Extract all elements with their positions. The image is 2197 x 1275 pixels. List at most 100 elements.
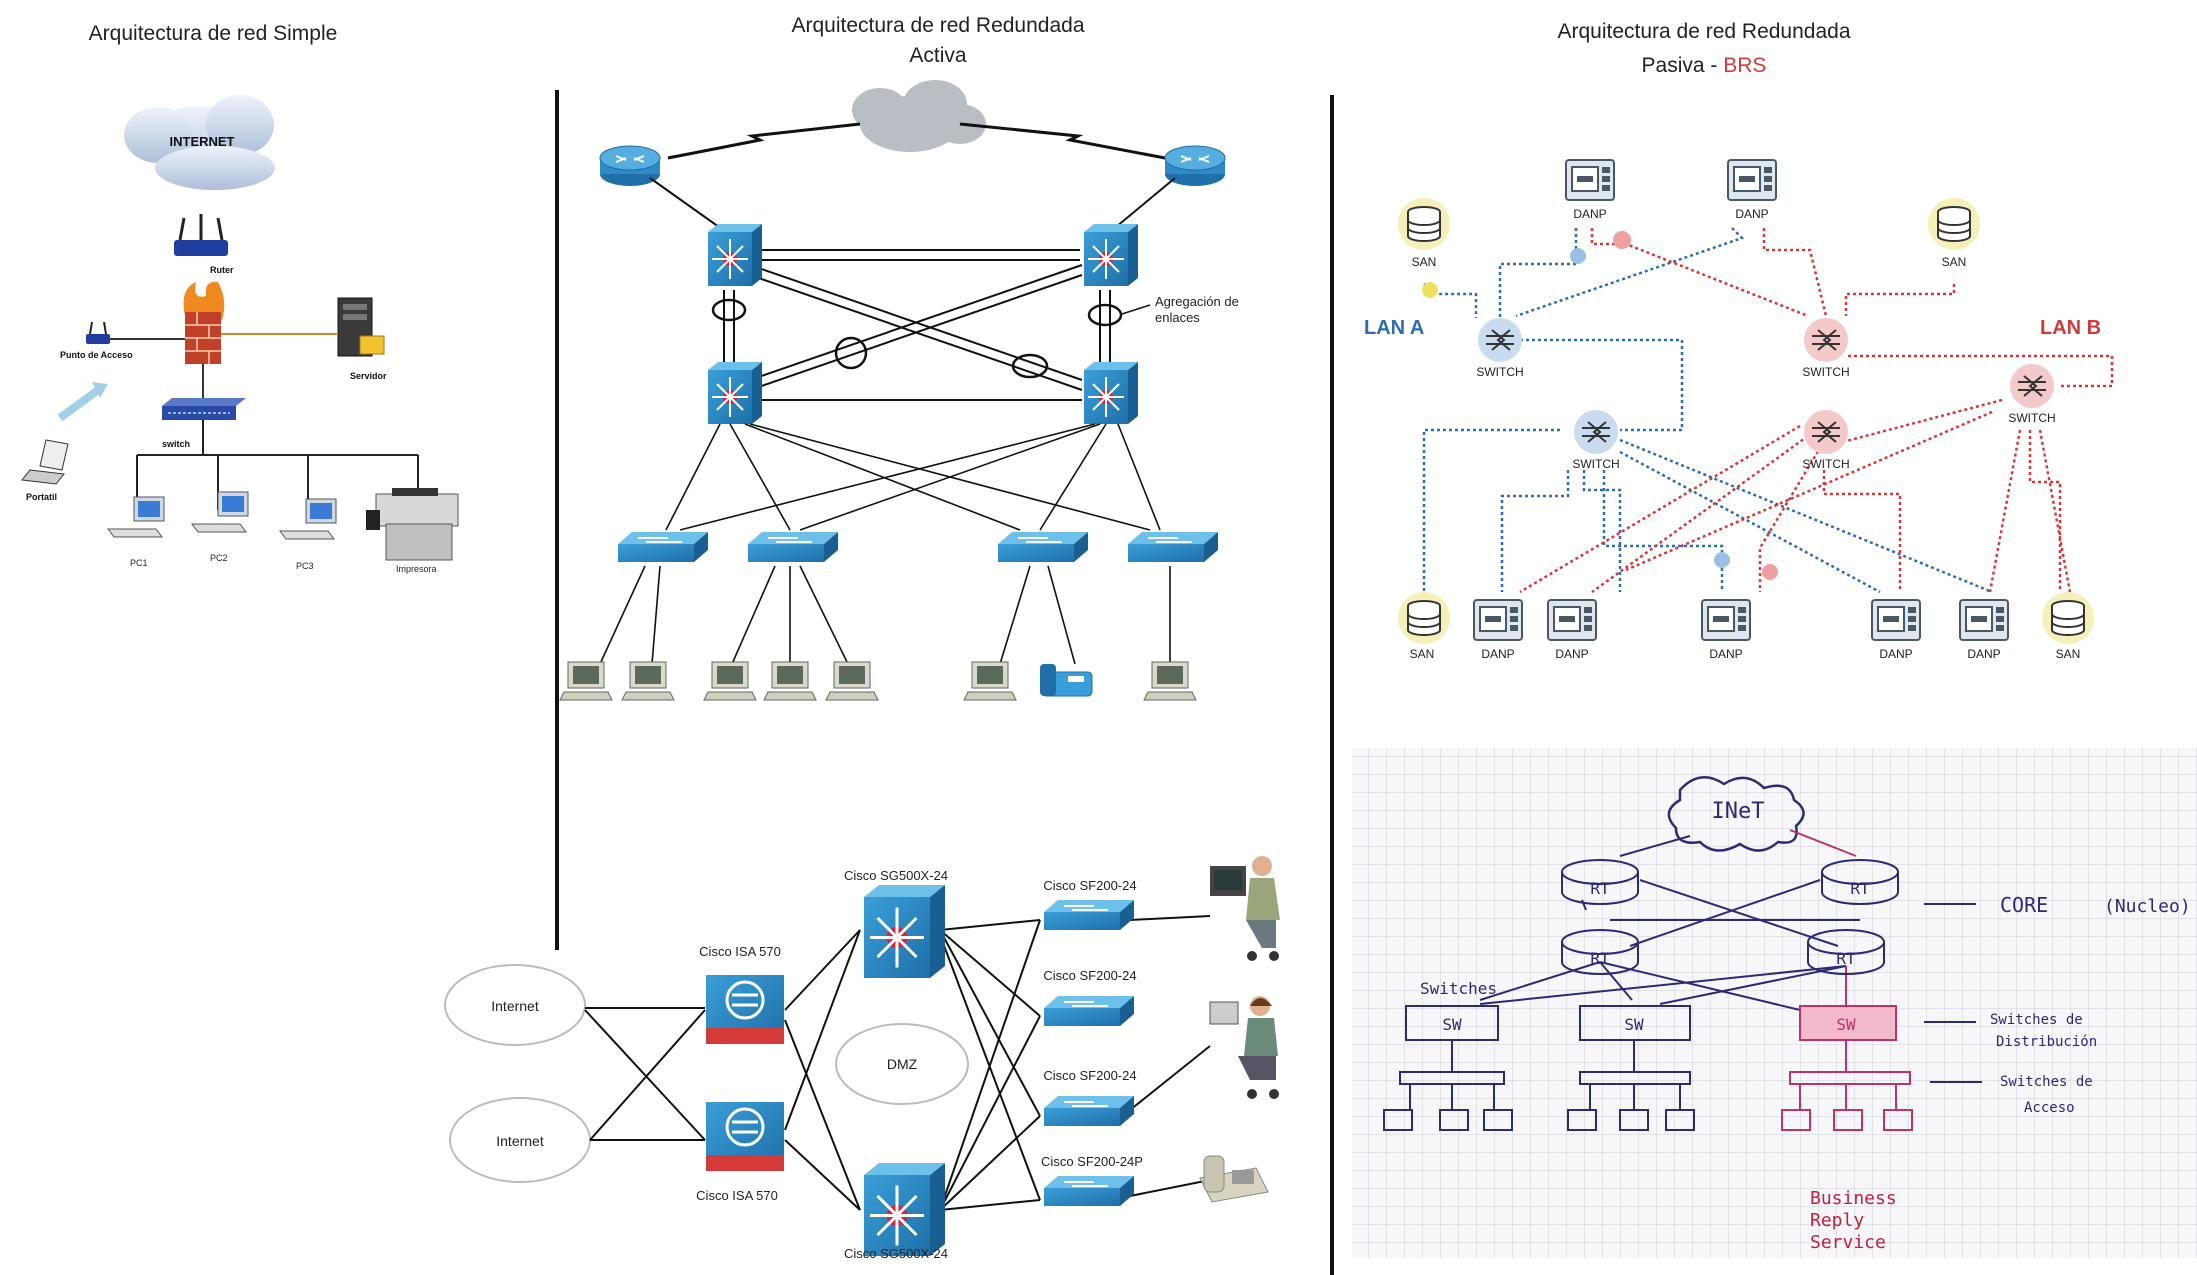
server-icon [337, 297, 385, 357]
access-switch-1-icon [617, 531, 709, 563]
sf200p-icon [1043, 1175, 1135, 1207]
san-top-right-icon [1927, 197, 1981, 251]
danp-bottom-5-icon [1959, 599, 2009, 641]
pc2-label: PC2 [210, 553, 228, 563]
wan-cloud-icon [852, 80, 986, 152]
lan-b-label: LAN B [2040, 317, 2101, 339]
pc-a1-icon [559, 661, 613, 701]
isa-links [584, 915, 1211, 1211]
access-switch-2-icon [747, 531, 839, 563]
lan-b-frame-dot-2-icon [1762, 564, 1778, 580]
switch-icon [162, 398, 246, 420]
nucleo-label: (Nucleo) [2104, 896, 2191, 917]
panel2-title-line2: Activa [909, 44, 967, 67]
switch-label: switch [162, 439, 190, 449]
printer-icon [366, 488, 459, 561]
panel-cisco-design: Internet Internet [444, 856, 1280, 1261]
sf200-1-label: Cisco SF200-24 [1043, 878, 1136, 893]
switch-b-right-label: SWITCH [2008, 411, 2055, 425]
router-left-icon [599, 145, 661, 187]
switches-label: Switches [1420, 979, 1497, 998]
san-bottom-left-label: SAN [1410, 647, 1435, 661]
rt-3-icon [1561, 929, 1639, 975]
internet-cloud-1-icon [444, 964, 586, 1046]
firewall-icon [183, 281, 225, 364]
danp-bottom-3-label: DANP [1709, 647, 1742, 661]
switch-a-top-icon [1477, 317, 1523, 363]
switch-b-bottom-label: SWITCH [1802, 457, 1849, 471]
access-switch-3-icon [997, 531, 1089, 563]
link-aggregation-label-2: enlaces [1155, 310, 1200, 325]
internet-label-1: Internet [491, 998, 539, 1014]
sf200-3-label: Cisco SF200-24 [1043, 1068, 1136, 1083]
printer-label: Impresora [396, 564, 437, 574]
switch-b-top-label: SWITCH [1802, 365, 1849, 379]
access-point-label: Punto de Acceso [60, 350, 133, 360]
worker-1-icon [1210, 856, 1280, 961]
dmz-label: DMZ [887, 1056, 918, 1072]
server-label: Servidor [350, 371, 387, 381]
rt-1-icon [1561, 859, 1639, 905]
dmz-cloud-icon [835, 1023, 969, 1105]
danp-top-1-label: DANP [1573, 207, 1606, 221]
pc2-icon [191, 491, 249, 533]
rt-3-label: RT [1590, 949, 1610, 968]
lan-a-links [1422, 227, 1993, 594]
pc-b2-icon [763, 661, 817, 701]
dist-switch-right-icon [1083, 361, 1139, 425]
access-uplinks [665, 423, 1161, 531]
isa-bottom-label: Cisco ISA 570 [696, 1188, 778, 1203]
isa-bottom-icon [706, 1102, 784, 1171]
danp-top-1-icon [1565, 159, 1615, 201]
core-links [649, 177, 1176, 401]
lan-a-label: LAN A [1364, 317, 1424, 339]
switch-b-bottom-icon [1803, 409, 1849, 455]
edge-links [599, 565, 1171, 665]
rt-1-label: RT [1590, 879, 1610, 898]
worker-2-icon [1209, 996, 1279, 1099]
panel3-title-line1: Arquitectura de red Redundada [1557, 20, 1850, 43]
isa-top-icon [706, 975, 784, 1044]
panel3-title-brs: BRS [1723, 54, 1766, 77]
hand-links [1479, 835, 1860, 1011]
panel-passive-redundant: Arquitectura de red Redundada Pasiva - B… [1364, 20, 2114, 661]
danp-top-2-label: DANP [1735, 207, 1768, 221]
panel3-title-prefix: Pasiva - [1642, 54, 1724, 77]
ip-phone-icon [1040, 664, 1093, 697]
link-aggregation-rings [711, 298, 1123, 379]
distribution-label-2: Distribución [1996, 1034, 2097, 1050]
pc3-label: PC3 [296, 561, 314, 571]
danp-bottom-1-label: DANP [1481, 647, 1514, 661]
router-icon [174, 214, 228, 256]
internet-cloud-icon [124, 95, 275, 190]
switch-b-right-icon [2009, 363, 2055, 409]
san-top-right-label: SAN [1942, 255, 1967, 269]
router-label: Ruter [210, 265, 234, 275]
access-switch-4-icon [1127, 531, 1219, 563]
pc-b3-icon [825, 661, 879, 701]
link-aggregation-label-1: Agregación de [1155, 294, 1239, 309]
pc-b1-icon [703, 661, 757, 701]
danp-bottom-3-icon [1701, 599, 1751, 641]
internet-label: INTERNET [170, 134, 235, 149]
danp-top-2-icon [1727, 159, 1777, 201]
pc-a2-icon [621, 661, 675, 701]
sf200-3-icon [1043, 1095, 1135, 1127]
brs-line-1: Business [1810, 1188, 1897, 1209]
danp-bottom-2-icon [1547, 599, 1597, 641]
lan-a-frame-dot-icon [1570, 248, 1586, 264]
annotation-arrows [1924, 903, 1982, 1083]
rt-2-label: RT [1850, 879, 1870, 898]
dist-switch-left-icon [707, 361, 763, 425]
sg500-bottom-label: Cisco SG500X-24 [844, 1246, 948, 1261]
danp-bottom-4-label: DANP [1879, 647, 1912, 661]
panel-hand-drawn: INeT RT RT RT [1352, 748, 2197, 1258]
sw-1-label: SW [1442, 1015, 1462, 1034]
sw-3-label: SW [1836, 1015, 1856, 1034]
switch-b-top-icon [1803, 317, 1849, 363]
san-bottom-right-label: SAN [2056, 647, 2081, 661]
danp-bottom-1-icon [1473, 599, 1523, 641]
danp-bottom-5-label: DANP [1967, 647, 2000, 661]
lan-b-links [1519, 228, 2114, 594]
